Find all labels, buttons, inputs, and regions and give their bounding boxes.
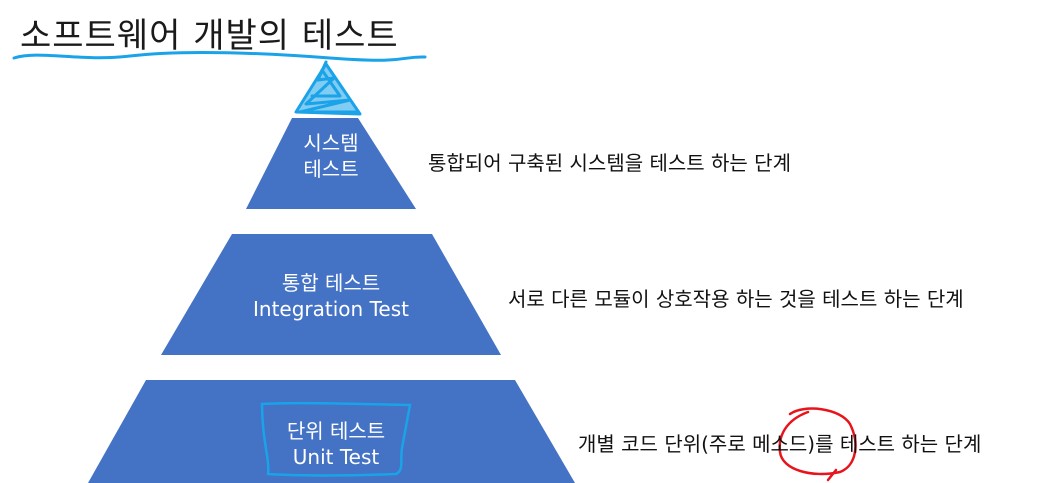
system-tier-label: 시스템 테스트 (281, 130, 381, 182)
page-title: 소프트웨어 개발의 테스트 (20, 16, 399, 56)
system-test-tier (246, 118, 416, 209)
title-underline-annotation (12, 50, 427, 62)
integration-tier-label: 통합 테스트 Integration Test (231, 270, 431, 322)
system-tier-label-line2: 테스트 (303, 157, 359, 181)
unit-test-tier (88, 380, 575, 483)
system-tier-label-line1: 시스템 (303, 131, 359, 155)
integration-test-tier (161, 234, 501, 355)
unit-label-box-annotation (260, 401, 412, 477)
unit-description-before: 개별 코드 단위(주로 (578, 432, 753, 456)
method-circle-annotation (778, 407, 857, 482)
integration-tier-label-line2: Integration Test (253, 297, 409, 321)
integration-tier-description: 서로 다른 모듈이 상호작용 하는 것을 테스트 하는 단계 (508, 287, 964, 311)
unit-tier-description: 개별 코드 단위(주로 메소드)를 테스트 하는 단계 (578, 428, 981, 457)
unit-description-highlight: 메소드 (752, 432, 808, 456)
integration-tier-label-line1: 통합 테스트 (281, 271, 381, 295)
apex-scribble-annotation (294, 60, 362, 116)
unit-tier-label-line1: 단위 테스트 (286, 419, 386, 443)
system-tier-description: 통합되어 구축된 시스템을 테스트 하는 단계 (428, 151, 791, 175)
unit-description-after: )를 테스트 하는 단계 (807, 432, 982, 456)
unit-tier-label-line2: Unit Test (292, 445, 380, 469)
unit-tier-label: 단위 테스트 Unit Test (261, 418, 411, 470)
